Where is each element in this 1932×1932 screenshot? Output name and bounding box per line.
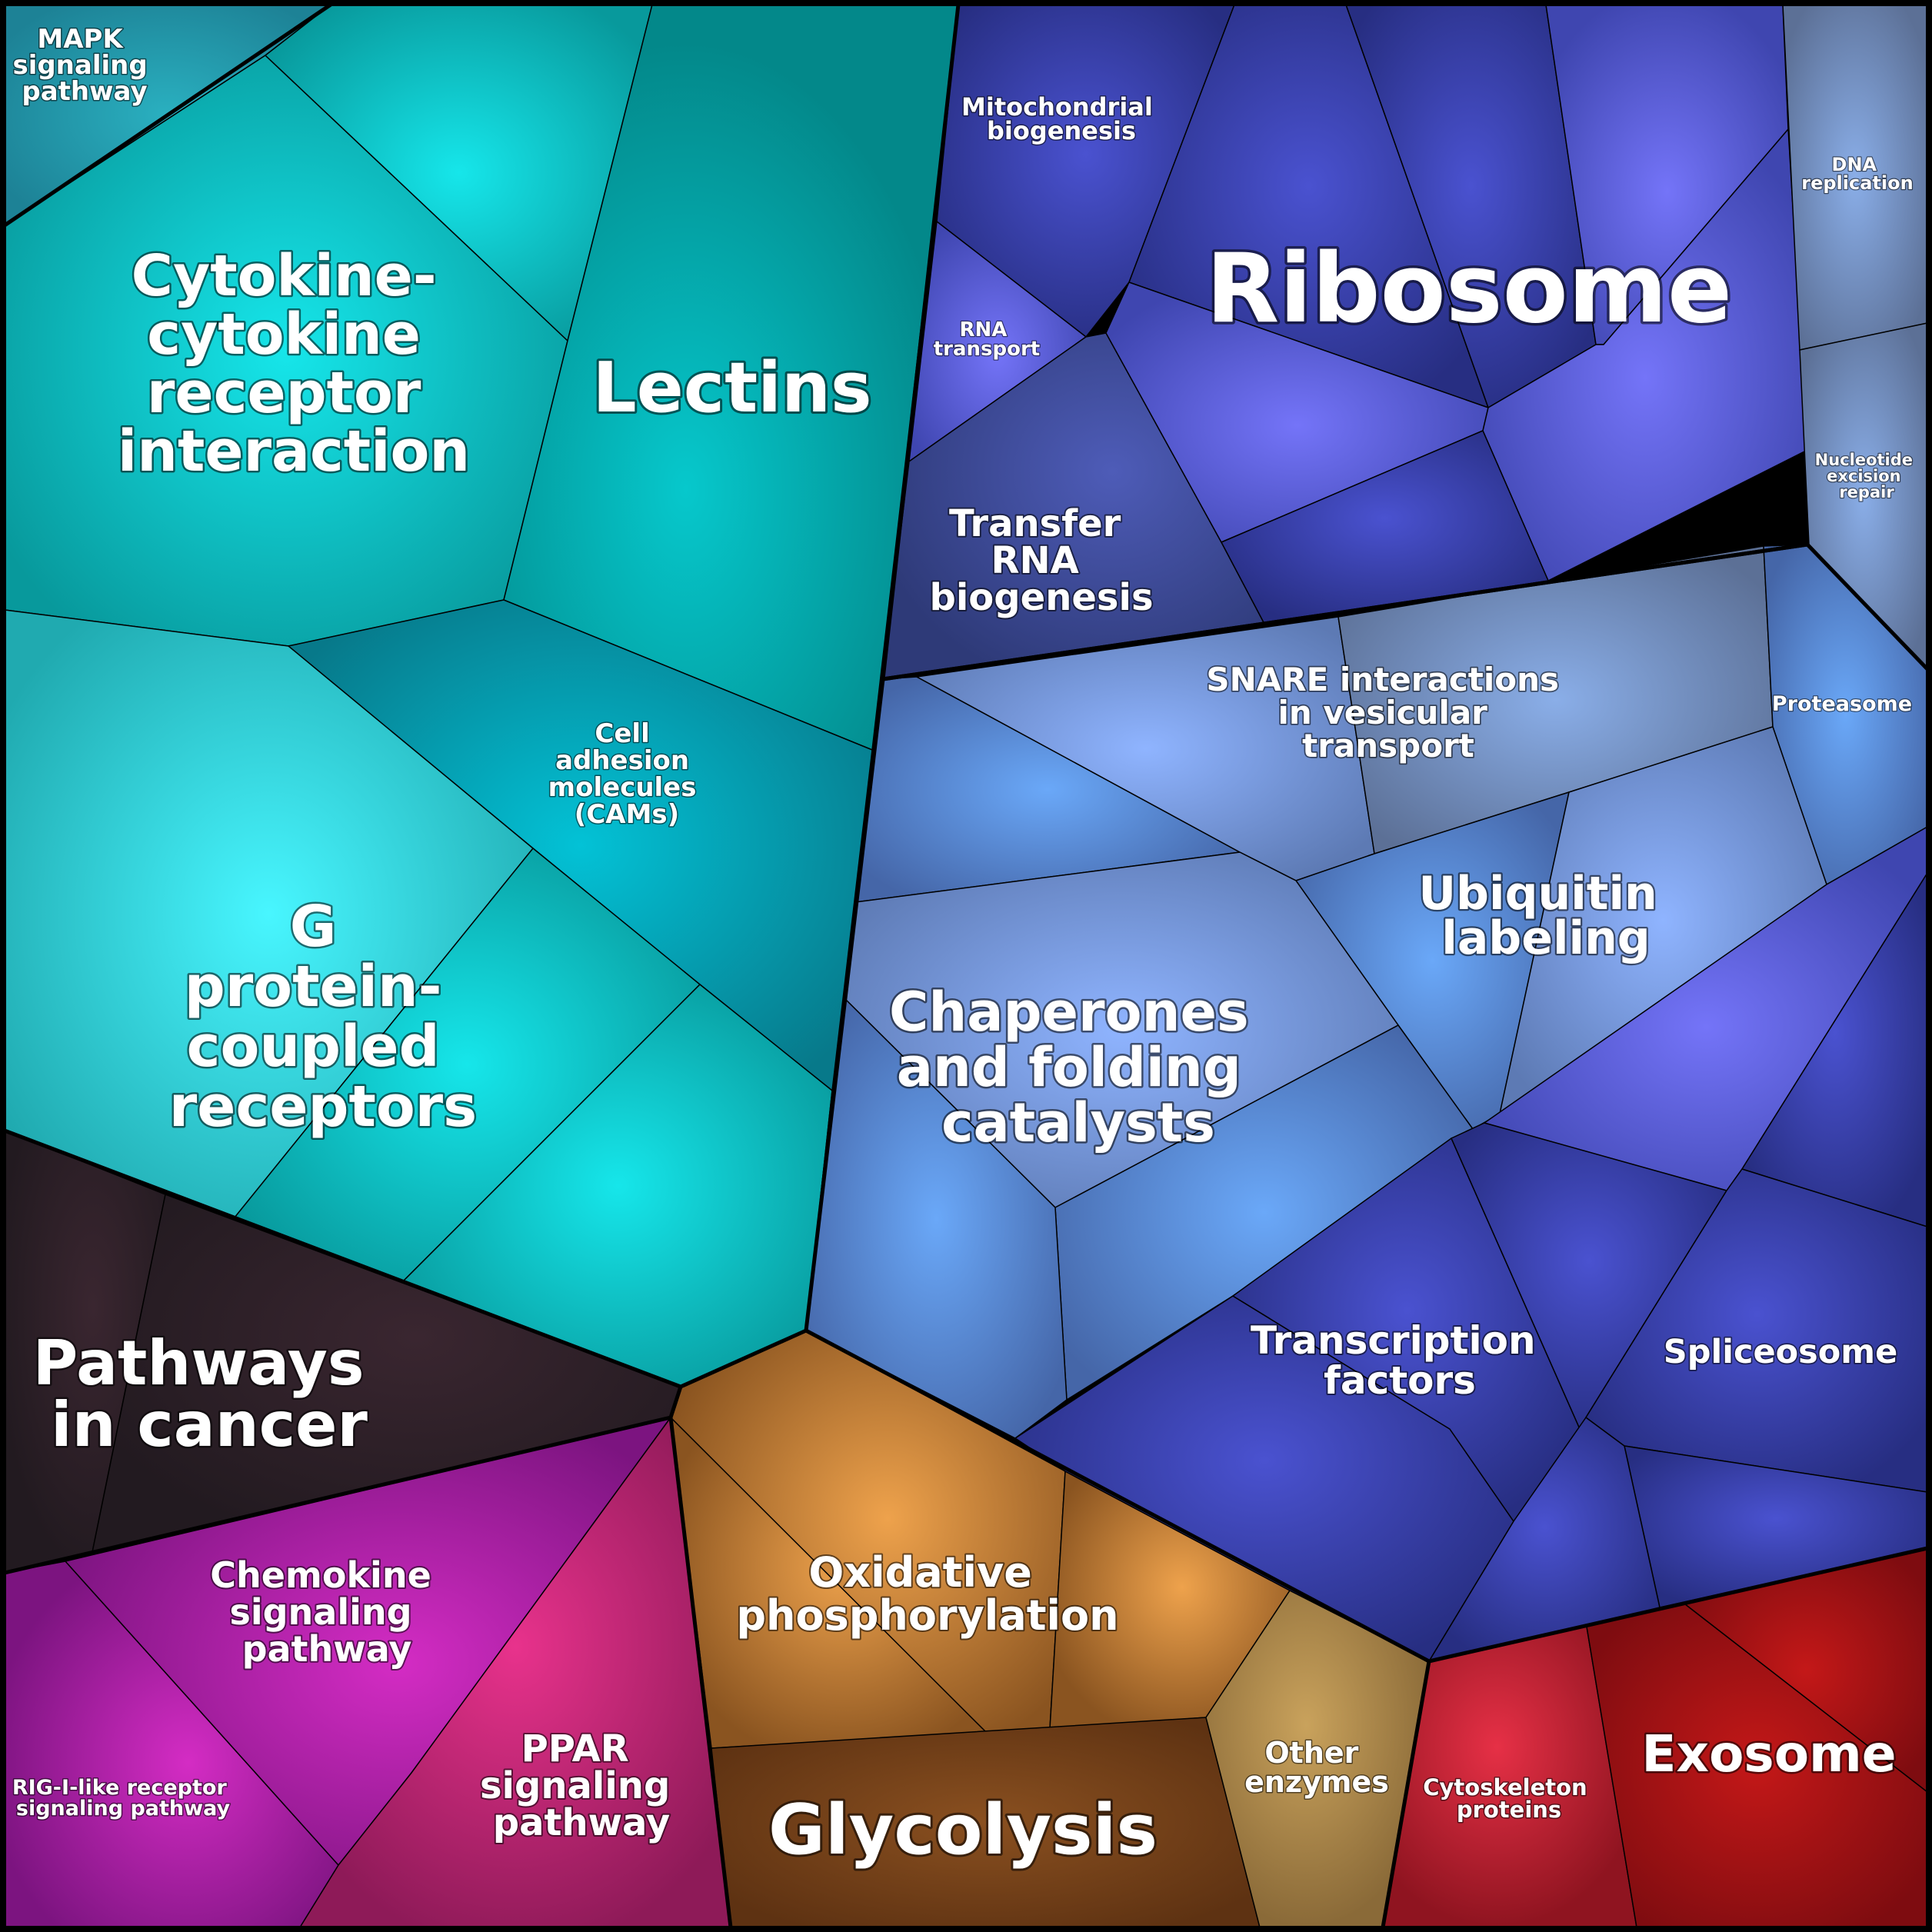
label-snare-interactions: SNARE interactions in vesicular transpor… [1206, 661, 1570, 764]
label-gpcr: G protein- coupled receptors [169, 894, 477, 1140]
label-rig-i-like: RIG-I-like receptor signaling pathway [12, 1776, 234, 1820]
label-lectins: Lectins [592, 348, 871, 428]
label-ribosome: Ribosome [1206, 234, 1732, 345]
label-exosome: Exosome [1641, 1724, 1896, 1784]
label-mapk: MAPK signaling pathway [12, 24, 156, 107]
group-borders [3, 2, 1929, 1928]
label-ppar: PPAR signaling pathway [480, 1727, 683, 1844]
label-spliceosome: Spliceosome [1664, 1333, 1898, 1371]
label-cytoskeleton-proteins: Cytoskeleton proteins [1423, 1774, 1595, 1823]
label-chemokine: Chemokine signaling pathway [210, 1554, 444, 1670]
label-cytokine: Cytokine- cytokine receptor interaction [118, 243, 470, 485]
label-mitochondrial-biogenesis: Mitochondrial biogenesis [961, 92, 1161, 145]
blue-group [805, 4, 1928, 1663]
red-group [1382, 1547, 1928, 1928]
label-dna-replication: DNA replication [1801, 154, 1913, 194]
label-nucleotide-excision-repair: Nucleotide excision repair [1815, 451, 1919, 501]
labels: MAPK signaling pathway Cytokine- cytokin… [11, 23, 1919, 1874]
label-transcription-factors: Transcription factors [1251, 1318, 1549, 1403]
label-rna-transport: RNA transport [934, 318, 1041, 361]
label-oxidative-phosphorylation: Oxidative phosphorylation [736, 1548, 1118, 1640]
label-other-enzymes: Other enzymes [1244, 1736, 1389, 1799]
magenta-group [4, 1416, 731, 1928]
label-transfer-rna-biogenesis: Transfer RNA biogenesis [929, 502, 1153, 619]
label-glycolysis: Glycolysis [768, 1790, 1158, 1870]
orange-group [669, 1330, 1430, 1928]
cyan-group [4, 4, 959, 1387]
label-cams: Cell adhesion molecules (CAMs) [548, 718, 706, 830]
label-proteasome: Proteasome [1772, 692, 1912, 716]
label-chaperones: Chaperones and folding catalysts [889, 981, 1267, 1154]
label-ubiquitin-labeling: Ubiquitin labeling [1418, 867, 1673, 965]
label-pathways-in-cancer: Pathways in cancer [33, 1327, 386, 1461]
cell-ribosome-e[interactable] [1482, 128, 1808, 582]
